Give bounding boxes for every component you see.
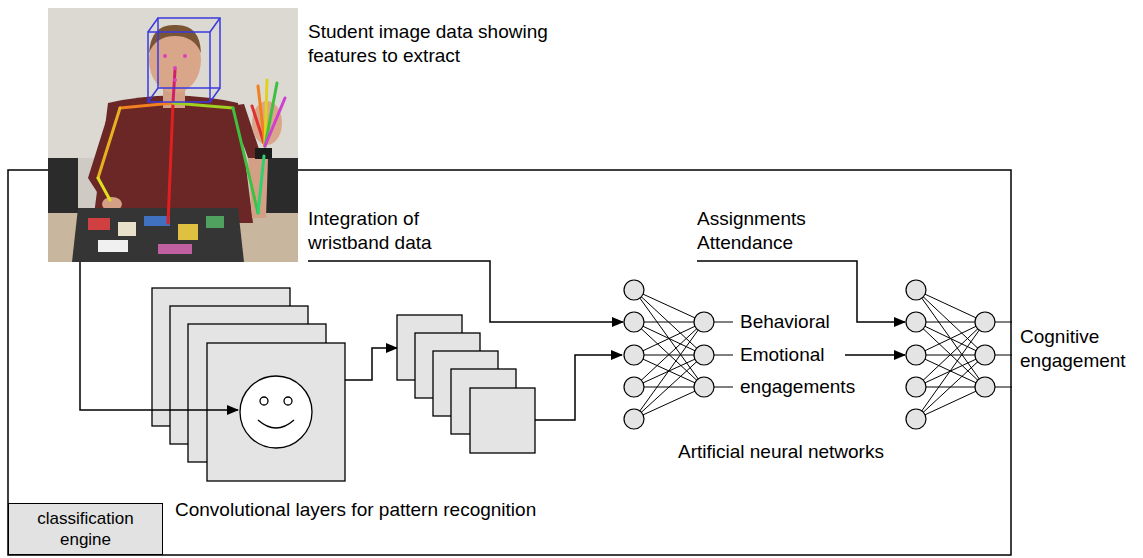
student-photo [48, 8, 298, 262]
input-label: Assignments Attendance [697, 207, 857, 255]
flow-arrow [535, 355, 622, 420]
photo-node: Student image data showing features to e… [48, 8, 298, 262]
ann-output-node: Cognitive engagement [905, 275, 997, 427]
input-label: Integration of wristband data [308, 207, 448, 255]
engine-frame [8, 170, 1011, 555]
caption-text: Student image data showing features to e… [308, 20, 598, 68]
stack-arrow [345, 348, 397, 380]
smiley-face [240, 376, 312, 448]
flow-arrow [80, 262, 238, 410]
box-text: classification engine [19, 508, 152, 550]
neuron-circles [624, 280, 995, 429]
caption-text: Artificial neural networks [678, 440, 884, 464]
flow-arrow [845, 354, 905, 356]
output-label: Emotional [740, 343, 825, 367]
conv-node: Convolutional layers for pattern recogni… [152, 288, 535, 480]
wristband-leader [308, 261, 623, 322]
small-stack [397, 315, 535, 453]
ann-links [634, 290, 1012, 419]
output-label: engagements [740, 375, 855, 399]
conv-stack [152, 288, 345, 481]
engine-box: classification engine [8, 503, 163, 555]
caption-text: Cognitive engagement [1020, 325, 1136, 373]
output-label: Behavioral [740, 310, 830, 334]
caption-text: Convolutional layers for pattern recogni… [175, 498, 536, 522]
